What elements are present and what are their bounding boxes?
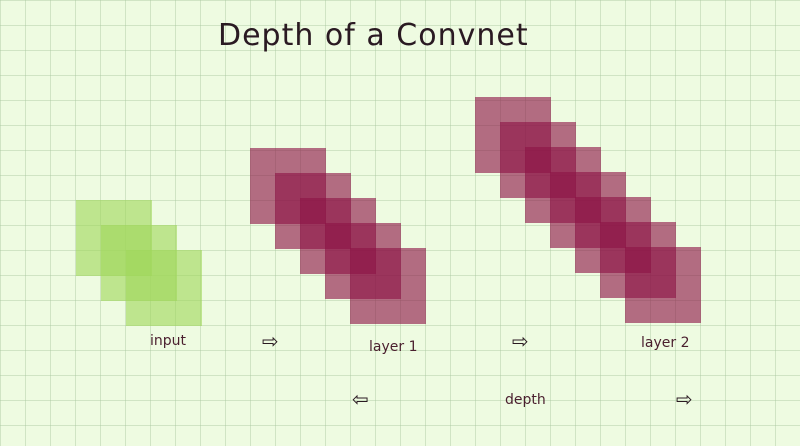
diagram-title: Depth of a Convnet xyxy=(218,18,529,53)
layer1-square xyxy=(350,248,426,324)
layer2-label: layer 2 xyxy=(641,335,690,351)
input-square xyxy=(126,250,202,326)
right-arrow-icon: ⇨ xyxy=(512,329,529,353)
depth-label: depth xyxy=(505,392,546,408)
right-arrow-icon: ⇨ xyxy=(676,387,693,411)
left-arrow-icon: ⇦ xyxy=(352,387,369,411)
layer1-label: layer 1 xyxy=(369,339,418,355)
input-label: input xyxy=(150,333,187,349)
right-arrow-icon: ⇨ xyxy=(262,329,279,353)
layer2-square xyxy=(625,247,701,323)
